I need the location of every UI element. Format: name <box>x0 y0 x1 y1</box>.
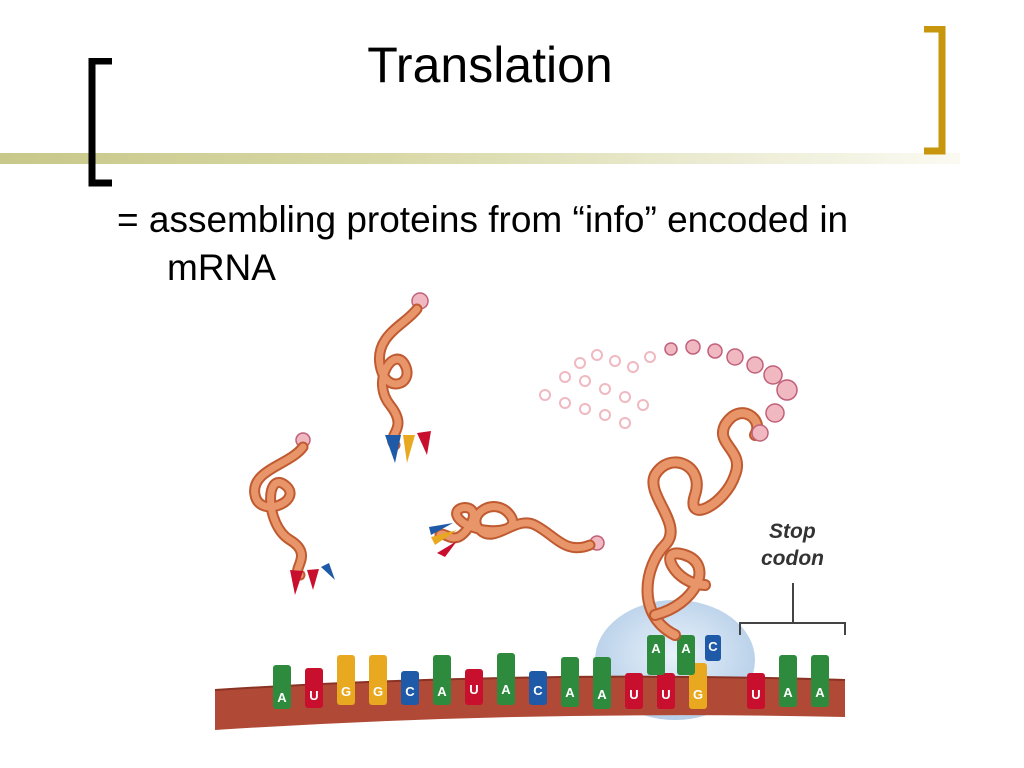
codon-A: A <box>273 665 291 709</box>
svg-text:U: U <box>751 687 760 702</box>
codon-A: A <box>561 657 579 707</box>
svg-text:U: U <box>309 688 318 703</box>
faded-amino-acids <box>539 349 656 429</box>
svg-text:U: U <box>661 687 670 702</box>
codon-U: U <box>305 668 323 708</box>
codon-U: U <box>657 673 675 709</box>
svg-text:G: G <box>341 684 351 699</box>
codon-C: C <box>529 671 547 705</box>
svg-text:A: A <box>783 685 793 700</box>
svg-text:U: U <box>629 687 638 702</box>
svg-text:C: C <box>708 639 718 654</box>
codon-G: G <box>369 655 387 705</box>
stop-codon-bracket <box>739 583 846 635</box>
svg-text:A: A <box>597 687 607 702</box>
right-bracket <box>924 26 946 155</box>
codon-A: A <box>593 657 611 709</box>
codon-G: G <box>337 655 355 705</box>
trna-protein-2 <box>249 432 335 595</box>
growing-protein <box>641 407 764 641</box>
codon-U: U <box>465 669 483 705</box>
codon-U: U <box>625 673 643 709</box>
bullet-text: = assembling proteins from “info” encode… <box>117 196 977 292</box>
left-bracket <box>88 58 112 187</box>
svg-text:G: G <box>693 687 703 702</box>
bullet-line-1: = assembling proteins from “info” encode… <box>117 199 849 240</box>
bullet-line-2: mRNA <box>167 247 276 288</box>
amino-acid-chain <box>664 339 798 442</box>
codon-A: A <box>433 655 451 705</box>
svg-text:G: G <box>373 684 383 699</box>
svg-text:A: A <box>565 685 575 700</box>
slide-title: Translation <box>367 37 613 93</box>
svg-text:A: A <box>815 685 825 700</box>
svg-text:C: C <box>533 683 543 698</box>
codon-label: codon <box>761 547 824 570</box>
codon-C: C <box>401 671 419 705</box>
svg-text:A: A <box>681 641 691 656</box>
svg-text:U: U <box>469 682 478 697</box>
svg-text:A: A <box>277 690 287 705</box>
translation-illustration: A U G G C A U A C A A U U G U A A A A C … <box>214 292 846 730</box>
svg-text:A: A <box>651 641 661 656</box>
trna-protein-1 <box>374 292 431 463</box>
mrna-codons: A U G G C A U A C A A U U G U A A <box>273 653 829 709</box>
ribosome-anticodon: A A C <box>647 635 721 675</box>
svg-text:A: A <box>501 682 511 697</box>
svg-text:C: C <box>405 684 415 699</box>
decorative-rule <box>0 153 960 164</box>
svg-text:A: A <box>437 684 447 699</box>
codon-A: A <box>779 655 797 707</box>
codon-A: A <box>811 655 829 707</box>
codon-A: A <box>497 653 515 705</box>
stop-label: Stop <box>769 520 816 543</box>
trna-protein-3 <box>429 501 605 557</box>
codon-U: U <box>747 673 765 709</box>
